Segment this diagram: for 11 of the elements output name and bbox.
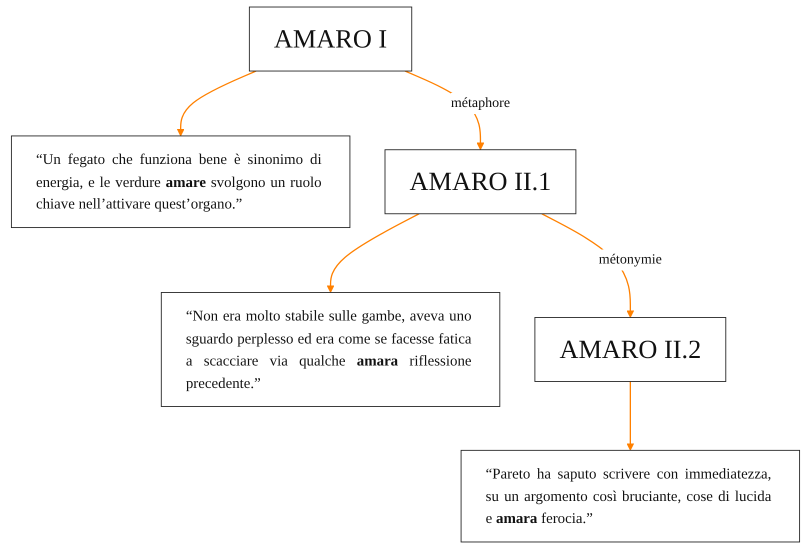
node-box: AMARO II.2: [534, 317, 726, 382]
node-box: AMARO I: [248, 6, 412, 72]
arrow: [626, 382, 634, 451]
node-box: AMARO II.1: [384, 149, 576, 214]
edge-label: métonymie: [598, 252, 662, 268]
arrow: [176, 70, 256, 136]
node-box: “Pareto ha saputo scrivere con immediatezza, su un argomento così bruciante, cose di lucida e amara ferocia.”: [460, 450, 800, 542]
edge-label: métaphore: [450, 96, 510, 110]
node-box: “Un fegato che funziona bene è sinonimo di energia, e le verdure amare svolgono un ruolo chiave nell’attivare quest’organo.”: [10, 136, 350, 228]
arrow: [326, 213, 420, 293]
node-box: “Non era molto stabile sulle gambe, aveva uno sguardo perplesso ed era come se facesse fatica a scacciare via qualche amara riflessione precedente.”: [160, 292, 500, 407]
